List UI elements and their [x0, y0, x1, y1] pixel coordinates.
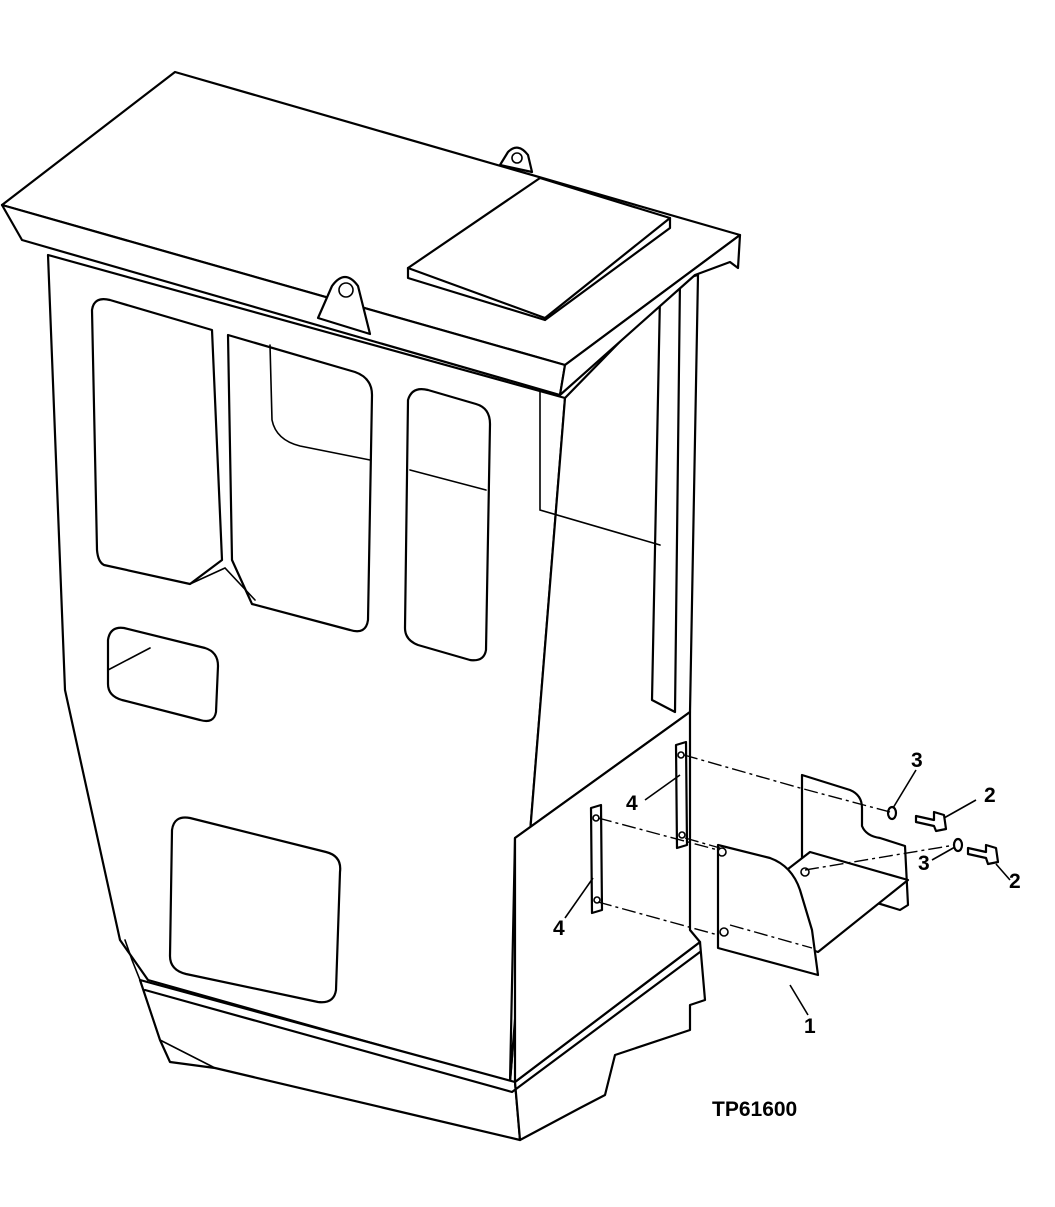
base-top-rim [143, 950, 702, 1094]
cab-rear-post [650, 278, 682, 714]
callout-item-3-upper: 3 [911, 749, 923, 772]
bracket-hole-front [717, 847, 727, 857]
front-window-left [90, 298, 224, 586]
cap-screw-lower [966, 843, 1000, 866]
bracket-hole-lower [719, 927, 729, 937]
assembly-line-upper [683, 754, 891, 813]
door-window [403, 388, 492, 662]
cab-side-plate [513, 710, 702, 1084]
bracket-hole-upper [800, 867, 810, 877]
access-panel [168, 816, 342, 1004]
lifting-eye-rear-hole [511, 152, 523, 164]
roof-hatch-lip [406, 216, 672, 322]
cap-screw-upper [914, 810, 948, 833]
callout-item-3-lower: 3 [918, 852, 930, 875]
front-window-center-inner [189, 344, 371, 601]
fasteners [886, 805, 1000, 866]
door-window-crossbar [409, 469, 487, 491]
lifting-eye-rear [498, 146, 534, 174]
leader-item-3-upper [892, 769, 917, 809]
callout-item-4-lower: 4 [553, 917, 565, 940]
leader-item-4-lower [564, 877, 594, 919]
assembly-line-right [804, 844, 956, 871]
leader-item-3-lower [931, 846, 956, 861]
spacer-strip-upper [674, 740, 689, 850]
front-window-center [226, 333, 374, 633]
leader-item-4-upper [644, 774, 681, 801]
spacer-strip-upper-hole-bottom [678, 831, 686, 839]
lifting-eye-front [316, 275, 372, 336]
callout-item-4-upper: 4 [626, 792, 638, 815]
leader-lines [564, 769, 1011, 1016]
leader-item-2-lower [995, 863, 1011, 881]
leader-item-1 [789, 984, 809, 1016]
assembly-lines [597, 754, 956, 936]
lock-washer-upper [886, 805, 898, 821]
base-side-detail [124, 939, 216, 1069]
roof-side-edge [558, 233, 742, 397]
lock-washer-lower [952, 837, 964, 853]
lifting-eye-front-hole [338, 282, 354, 298]
assembly-line-front [684, 837, 721, 849]
cab-interior-edge [539, 389, 661, 546]
cab-base [124, 939, 707, 1142]
spacer-strip-lower-hole-bottom [593, 896, 601, 904]
lower-window-small [106, 626, 220, 723]
cab-windows [90, 298, 492, 1004]
side-plate [513, 710, 702, 1084]
assembly-line-lower [597, 901, 719, 936]
bracket-front-plate [716, 843, 820, 977]
callout-item-1: 1 [804, 1015, 816, 1038]
callout-labels: 1 2 2 3 3 4 4 [553, 749, 1021, 1038]
leader-item-2-upper [943, 799, 977, 819]
base-side [513, 940, 707, 1142]
lower-window-small-inner [107, 647, 151, 671]
figure-id-label: TP61600 [712, 1098, 797, 1121]
cab-roof [0, 70, 742, 397]
step-bracket [716, 773, 910, 977]
assembly-line-middle [597, 817, 719, 851]
bracket-hidden-edge [729, 924, 813, 949]
callout-item-2-lower: 2 [1009, 870, 1021, 893]
callout-item-2-upper: 2 [984, 784, 996, 807]
spacer-strip-lower [589, 803, 604, 915]
